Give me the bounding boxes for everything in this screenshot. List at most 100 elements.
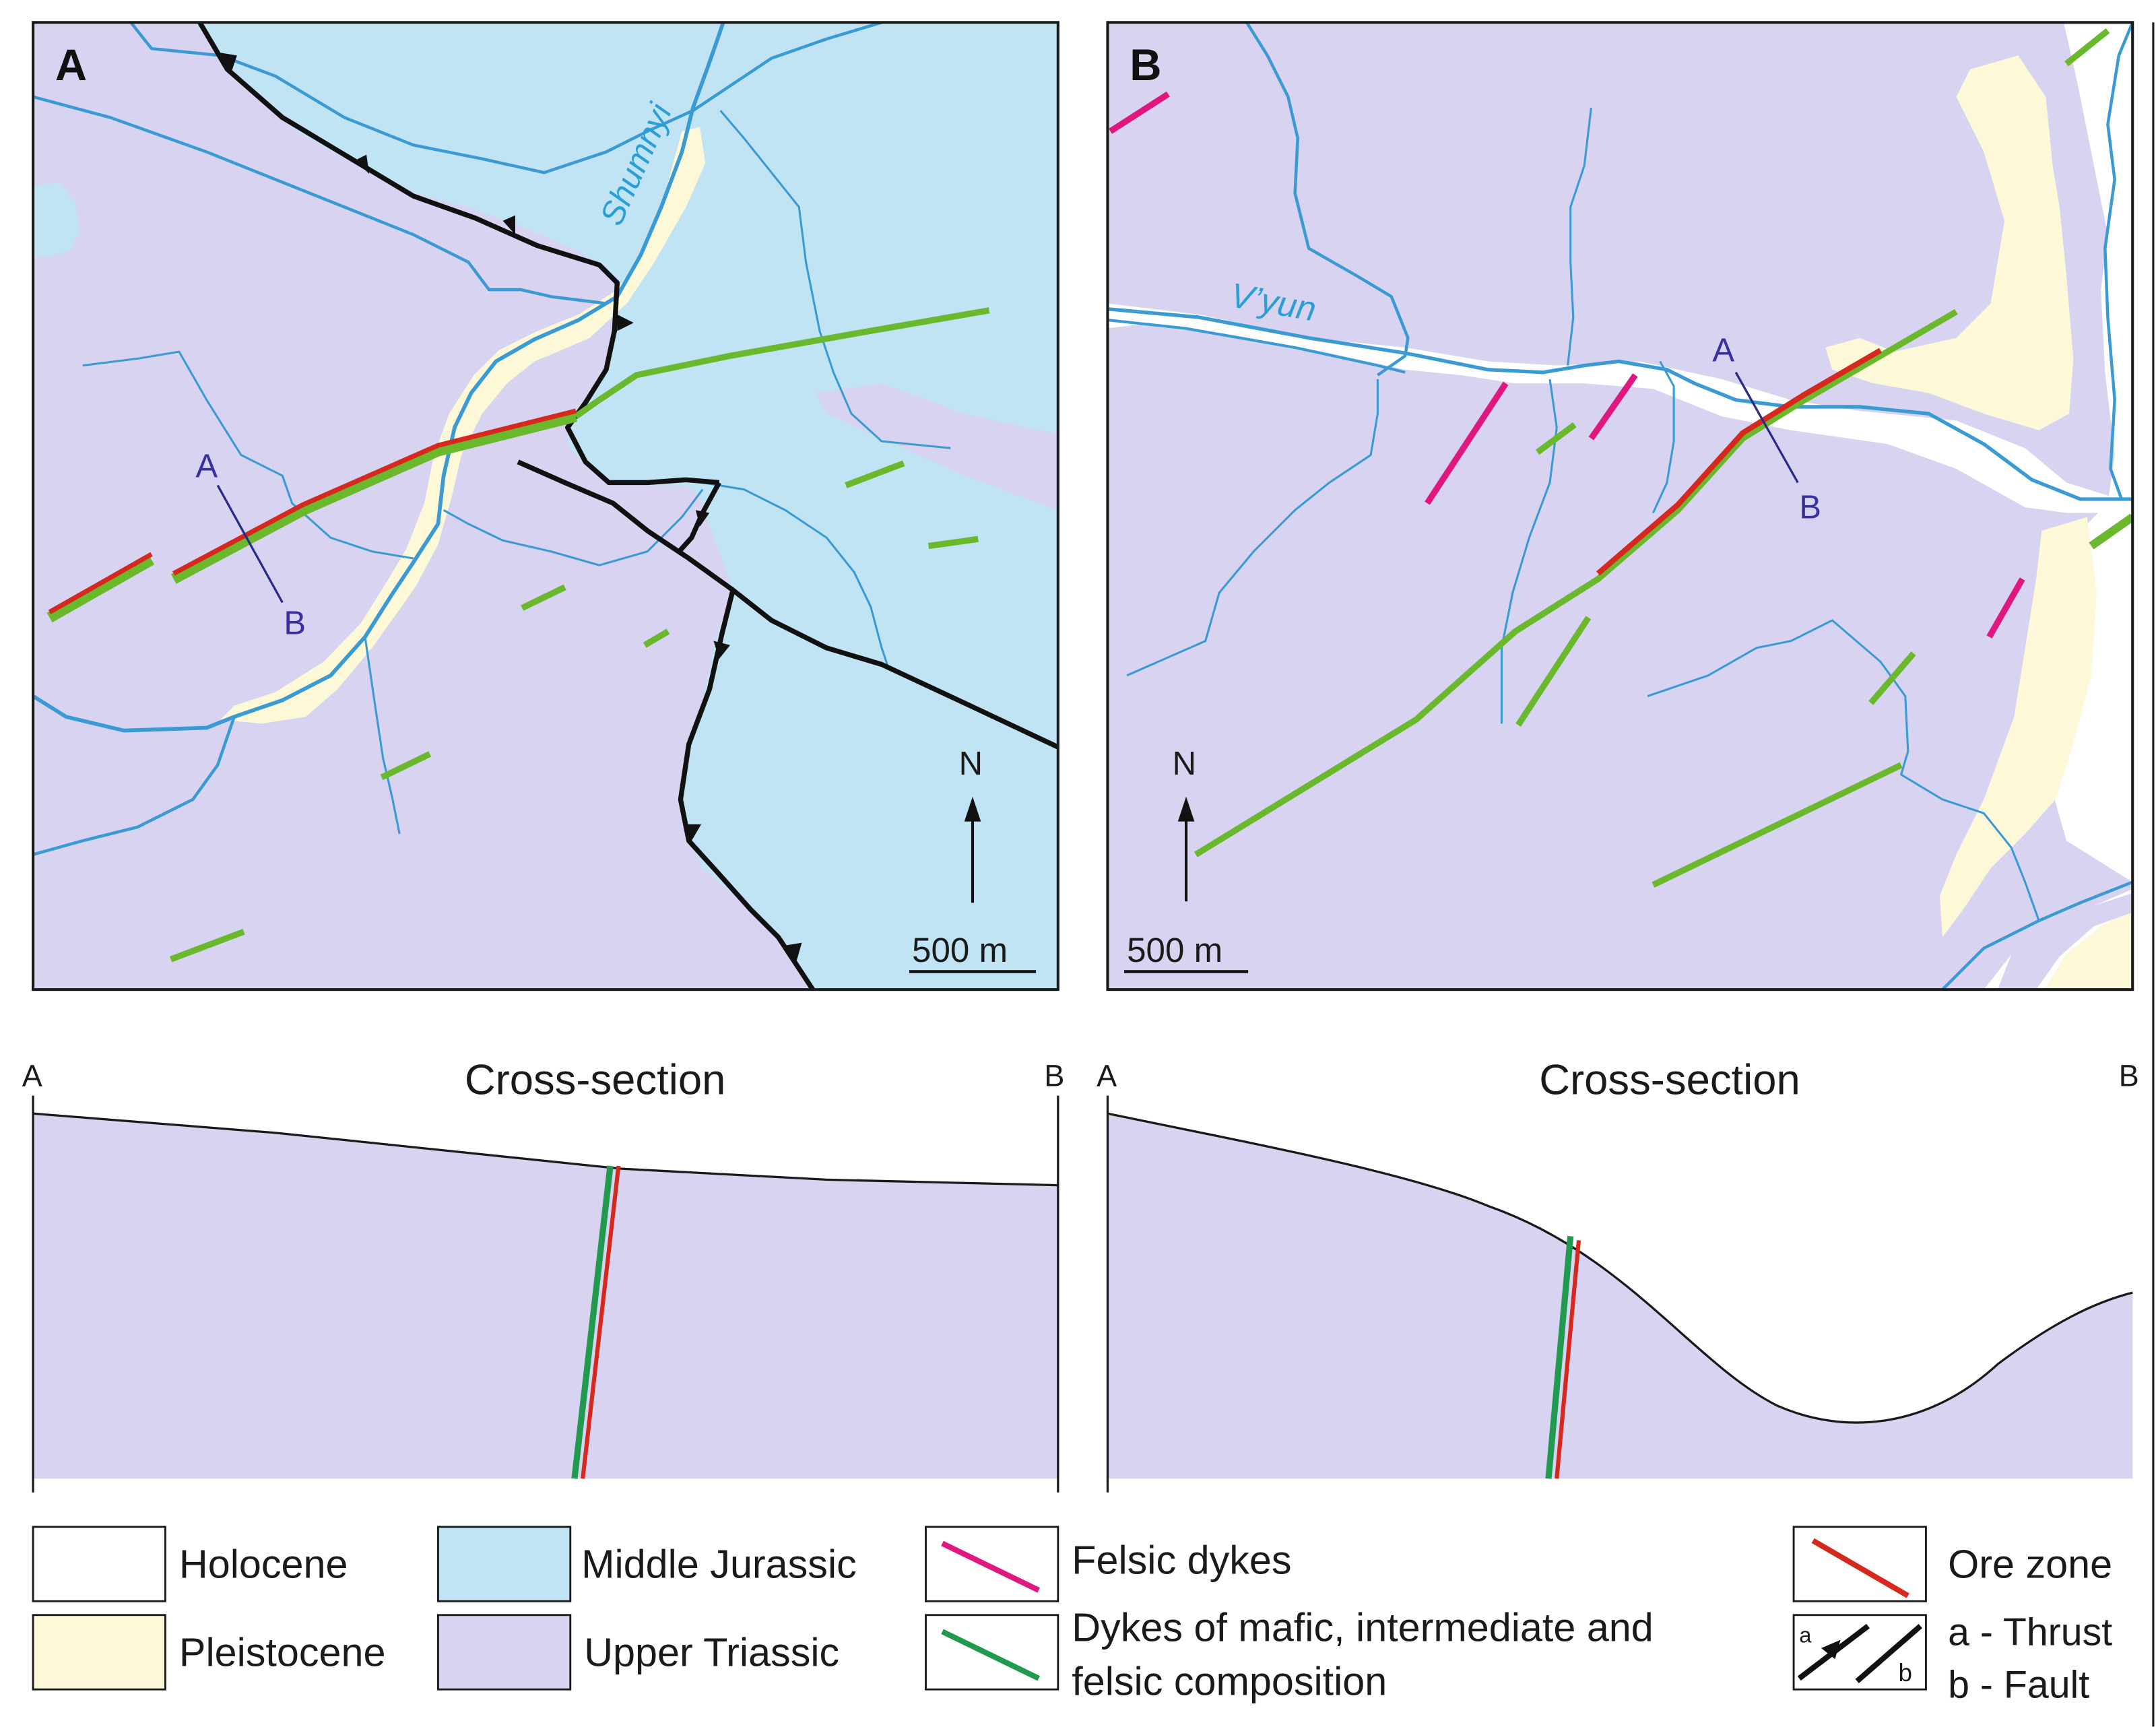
map-b-river-nw xyxy=(1245,22,1410,377)
map-a-ore-zone-west-mafic xyxy=(46,554,155,623)
legend-swatch-pleistocene xyxy=(32,1614,166,1691)
map-a-frame xyxy=(32,21,1059,991)
map-b-mafic-dyke xyxy=(1515,616,1592,727)
map-b-north-label: N xyxy=(1173,746,1196,782)
map-b: A B V’yun N 500 m B xyxy=(1107,22,2133,990)
cross-section-a: Cross-section A B xyxy=(22,1057,1064,1493)
section-a-right-label: B xyxy=(1044,1058,1064,1093)
map-a-river-east xyxy=(719,110,951,449)
map-b-mafic-dyke xyxy=(1535,422,1577,455)
map-a-mafic-dyke xyxy=(845,460,905,488)
map-b-felsic-dyke xyxy=(1986,577,2025,639)
section-b-title: Cross-section xyxy=(1539,1057,1800,1104)
section-b-ore-zone xyxy=(1555,1240,1581,1479)
map-a-section-label-b: B xyxy=(284,605,306,641)
map-b-ore-zone xyxy=(1596,348,1882,576)
legend-fault-line xyxy=(1855,1624,1922,1684)
map-b-triassic-area xyxy=(1107,22,2133,990)
map-a-river-nw xyxy=(33,95,607,305)
map-a-jurassic-patch xyxy=(33,182,80,257)
map-a-mafic-dyke xyxy=(643,628,670,648)
section-b-dyke xyxy=(1545,1235,1574,1479)
legend-swatch-holocene xyxy=(32,1526,166,1602)
thrust-tooth xyxy=(502,215,515,235)
north-arrow-icon xyxy=(1177,796,1195,822)
map-a-jurassic-lower xyxy=(682,589,1058,990)
map-b-north-arrow: N xyxy=(1173,746,1196,902)
section-a-left-label: A xyxy=(22,1058,42,1093)
thrust-tooth xyxy=(220,53,237,72)
legend-swatch-ore-zone xyxy=(1792,1526,1927,1602)
map-a-section-label-a: A xyxy=(195,448,218,484)
map-b-river-w xyxy=(1126,379,1379,677)
thrust-tooth xyxy=(617,314,634,331)
map-a-scale-bar: 500 m xyxy=(909,931,1037,973)
legend-label-mafic-dykes-2: felsic composition xyxy=(1072,1658,1387,1703)
map-a-river-ne xyxy=(692,22,882,112)
map-b-pleistocene-north xyxy=(1825,55,2074,430)
map-a-thrust-north xyxy=(197,22,719,486)
map-b-section-label-a: A xyxy=(1712,332,1734,368)
legend: Holocene Pleistocene Middle Jurassic Upp… xyxy=(32,1526,2112,1706)
legend-label-pleistocene: Pleistocene xyxy=(179,1629,386,1674)
map-a-mafic-dyke xyxy=(170,928,245,963)
map-a-mafic-dyke-main xyxy=(574,307,990,420)
legend-felsic-dyke-line xyxy=(941,1540,1040,1593)
map-b-holocene-river-plain xyxy=(1107,303,2133,513)
legend-mafic-dyke-line xyxy=(941,1629,1040,1681)
map-a: A B Shumnyi N 500 m A xyxy=(33,22,1058,990)
map-b-river-small xyxy=(1652,360,1675,514)
thrust-tooth-icon xyxy=(1821,1639,1841,1660)
map-a-faults xyxy=(197,22,1058,990)
map-b-river-se-trib xyxy=(1647,619,2040,921)
map-a-north-label: N xyxy=(959,746,983,782)
map-b-rivers xyxy=(1107,22,2133,990)
map-a-river-sw xyxy=(33,716,236,856)
map-a-scale-label: 500 m xyxy=(912,931,1008,969)
map-a-river-west xyxy=(82,350,414,560)
legend-label-upper-triassic: Upper Triassic xyxy=(584,1629,839,1674)
map-a-jurassic-area xyxy=(193,22,1058,752)
legend-label-thrust: a - Thrust xyxy=(1948,1611,2112,1654)
map-b-scale-label: 500 m xyxy=(1127,931,1222,969)
map-b-mafic-dyke xyxy=(2064,28,2110,67)
map-b-felsic-dyke xyxy=(1588,373,1638,441)
map-b-river-east-channel xyxy=(2103,22,2133,500)
map-b-river-mid-s xyxy=(1500,379,1558,724)
map-b-river-n xyxy=(1567,107,1592,366)
map-a-section-line xyxy=(216,484,284,604)
map-a-mafic-dyke xyxy=(927,535,979,550)
map-b-scale-bar: 500 m xyxy=(1124,931,1249,973)
map-a-ore-zone-main-mafic xyxy=(170,411,577,584)
north-arrow-icon xyxy=(964,796,981,822)
map-b-holocene-east xyxy=(1984,22,2133,990)
map-a-mafic-dyke xyxy=(380,751,432,781)
map-b-felsic-dyke xyxy=(1109,91,1170,134)
section-a-triassic xyxy=(33,1113,1058,1479)
section-a-ore-zone xyxy=(581,1165,621,1479)
map-b-section-line xyxy=(1734,372,1799,484)
map-b-dykes xyxy=(1109,28,2133,888)
map-b-mafic-dyke-main xyxy=(1194,308,1958,857)
section-a-title: Cross-section xyxy=(465,1057,726,1104)
map-a-river-south xyxy=(364,637,401,835)
map-b-panel-label: B xyxy=(1130,40,1161,90)
map-a-panel-label: A xyxy=(55,40,87,90)
thrust-tooth xyxy=(684,824,702,841)
map-a-north-arrow: N xyxy=(959,746,983,903)
map-b-pleistocene-south xyxy=(1939,517,2097,938)
map-a-river-mid xyxy=(443,488,704,566)
section-b-left-label: A xyxy=(1097,1058,1117,1093)
section-b-triassic xyxy=(1107,1113,2133,1479)
map-b-mafic-dyke xyxy=(2089,513,2133,550)
legend-label-ore-zone: Ore zone xyxy=(1948,1542,2112,1587)
thrust-tooth xyxy=(713,641,731,659)
legend-swatch-middle-jurassic xyxy=(436,1526,572,1602)
map-a-fault-east xyxy=(677,481,721,554)
map-b-mafic-dyke xyxy=(1652,762,1903,888)
section-a-dyke xyxy=(571,1165,614,1479)
map-a-river-ep xyxy=(702,481,890,670)
map-a-ore-zone-west xyxy=(48,552,153,614)
legend-fault-key: b xyxy=(1899,1659,1912,1687)
map-a-ore-zone-main xyxy=(172,408,577,576)
